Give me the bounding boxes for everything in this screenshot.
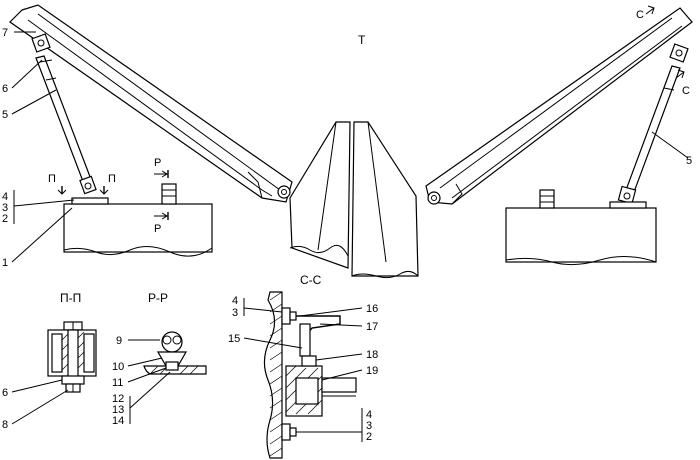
center-plates — [289, 121, 419, 279]
left-callouts: 7 6 5 4 3 2 1 — [2, 27, 75, 269]
hinge-left — [277, 185, 291, 199]
callout-2-left: 2 — [2, 213, 8, 225]
callout-4-cc-top: 4 — [232, 295, 238, 307]
callout-15: 15 — [228, 333, 240, 345]
callout-14: 14 — [112, 415, 124, 427]
callout-18: 18 — [366, 349, 378, 361]
callout-10: 10 — [112, 361, 124, 373]
callout-19: 19 — [366, 365, 378, 377]
section-pp: П-П 6 8 — [2, 291, 97, 431]
section-cc: 4 3 15 16 17 18 19 4 3 2 — [228, 291, 378, 459]
callout-4-cc-bottom: 4 — [366, 409, 372, 421]
callout-5-right: 5 — [686, 155, 692, 167]
callout-8: 8 — [2, 419, 8, 431]
right-strut — [617, 43, 689, 205]
callout-11: 11 — [112, 377, 123, 389]
right-callouts: 5 — [651, 131, 692, 167]
cut-marker-p: П П — [48, 173, 116, 195]
section-rr: Р-Р 9 10 11 12 13 14 — [112, 291, 207, 427]
section-label-pp: П-П — [60, 291, 81, 305]
cut-label-r-top: Р — [154, 157, 161, 169]
left-base-block — [63, 183, 213, 257]
callout-16: 16 — [366, 303, 378, 315]
main-view: П П Р Р С С T С-С 7 — [2, 4, 693, 287]
cut-label-c-top: С — [636, 9, 644, 21]
callout-5-left: 5 — [2, 109, 8, 121]
section-label-cc: С-С — [300, 273, 322, 287]
callout-7: 7 — [2, 27, 8, 39]
cut-label-r-bottom: Р — [154, 223, 161, 235]
callout-6-pp: 6 — [2, 387, 8, 399]
callout-3-cc-top: 3 — [232, 307, 238, 319]
callout-9: 9 — [116, 335, 122, 347]
callout-12: 12 — [112, 393, 124, 405]
left-panel — [9, 4, 293, 203]
cut-marker-r: Р Р — [154, 157, 169, 235]
section-label-rr: Р-Р — [148, 291, 168, 305]
cut-label-p-left: П — [48, 173, 56, 185]
right-base-block — [505, 189, 657, 266]
callout-1: 1 — [2, 257, 8, 269]
cut-label-p-right: П — [108, 173, 116, 185]
callout-6: 6 — [2, 83, 8, 95]
hinge-right — [427, 191, 441, 205]
left-strut — [31, 33, 97, 195]
callout-13: 13 — [112, 404, 124, 416]
callout-17: 17 — [366, 321, 378, 333]
cut-marker-c: С С — [636, 5, 690, 97]
callout-3-left: 3 — [2, 202, 8, 214]
callout-2-cc-bottom: 2 — [366, 431, 372, 443]
cut-label-c-right: С — [682, 85, 690, 97]
callout-4-left: 4 — [2, 191, 8, 203]
view-letter-t: T — [358, 33, 366, 47]
right-panel — [425, 7, 693, 205]
callout-3-cc-bottom: 3 — [366, 420, 372, 432]
